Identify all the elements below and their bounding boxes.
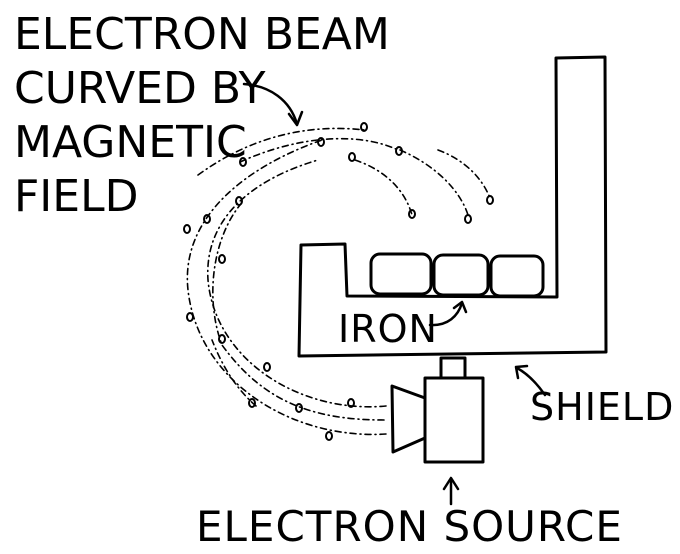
iron-block-3 — [491, 256, 543, 296]
title-arrow — [244, 84, 297, 124]
beam-path — [438, 150, 490, 198]
electron — [348, 399, 354, 407]
electron — [219, 255, 225, 263]
title-line: ELECTRON BEAM — [14, 9, 390, 60]
electron — [465, 215, 471, 223]
title-line: MAGNETIC — [14, 117, 247, 168]
iron-block-2 — [434, 255, 488, 295]
beam-path — [212, 340, 256, 406]
electron — [409, 210, 415, 218]
iron-label: IRON — [338, 307, 438, 351]
source-nozzle — [392, 386, 425, 452]
electron — [204, 215, 210, 223]
electrons — [184, 123, 493, 440]
shield-label: SHIELD — [530, 385, 675, 429]
beam-path — [208, 160, 386, 407]
electron — [219, 335, 225, 343]
electron-source-body — [425, 378, 483, 462]
beam-path — [240, 139, 398, 162]
shield-arrow-head — [516, 366, 527, 378]
source-arrow-head — [444, 478, 458, 489]
electron — [318, 138, 324, 146]
shield-arrow — [517, 368, 545, 395]
iron-block-1 — [371, 254, 431, 294]
electron — [264, 363, 270, 371]
electron — [349, 153, 355, 161]
diagram-title: ELECTRON BEAM CURVED BY MAGNETIC FIELD — [14, 10, 390, 226]
title-arrow-head — [289, 112, 302, 125]
title-line: CURVED BY — [14, 63, 266, 114]
electron — [249, 399, 255, 407]
electron — [487, 196, 493, 204]
beam-path — [355, 160, 412, 215]
beam-path — [400, 150, 468, 215]
beam-path — [198, 128, 365, 175]
electron — [240, 158, 246, 166]
electron-source-label: ELECTRON SOURCE — [196, 502, 623, 551]
iron-arrow — [430, 303, 462, 325]
electron — [396, 147, 402, 155]
electron — [187, 313, 193, 321]
iron-arrow-head — [454, 302, 466, 312]
electron — [326, 432, 332, 440]
electron — [236, 197, 242, 205]
electron — [296, 404, 302, 412]
source-neck — [441, 358, 465, 378]
electron — [184, 225, 190, 233]
pointer-arrows — [244, 84, 545, 504]
shield — [299, 57, 606, 356]
title-line: FIELD — [14, 171, 139, 222]
beam-path — [213, 205, 384, 420]
beam-path — [187, 140, 386, 434]
electron — [361, 123, 367, 131]
